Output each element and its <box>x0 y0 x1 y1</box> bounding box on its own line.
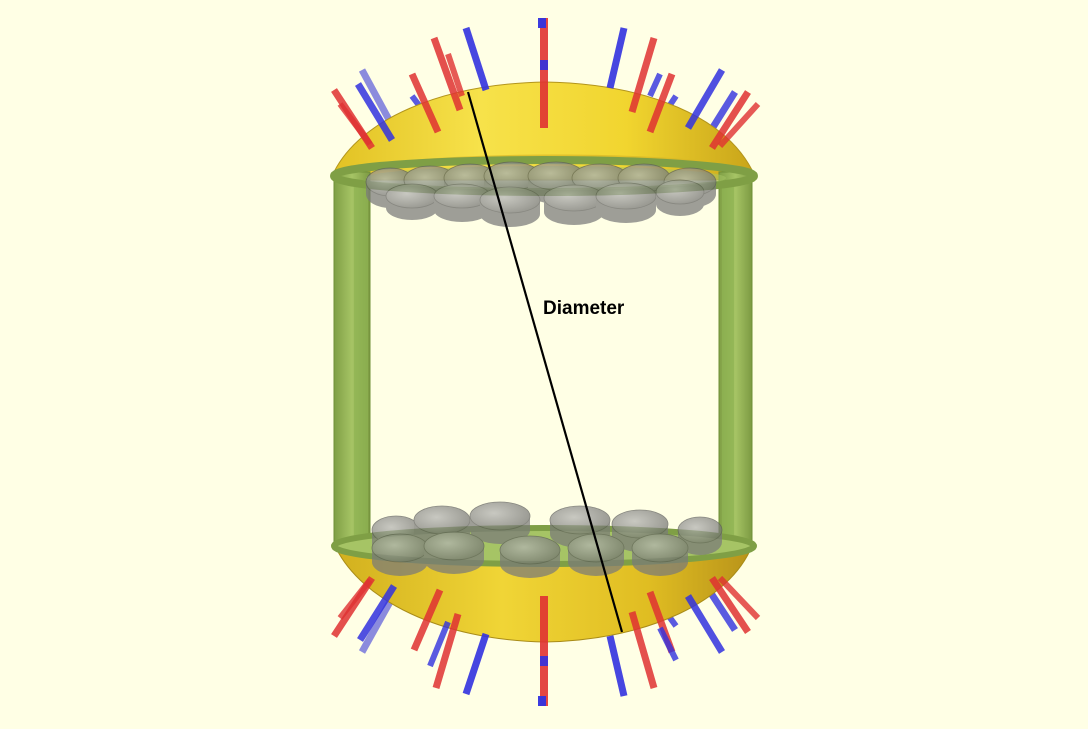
magnet-disc <box>423 531 485 574</box>
magnet-disc <box>595 182 657 223</box>
pin-rod <box>717 101 761 149</box>
pin-rod <box>337 102 373 146</box>
magnet-disc <box>549 505 611 548</box>
magnet-disc <box>543 184 605 225</box>
magnet-disc <box>655 179 705 216</box>
pin-rod <box>628 37 658 113</box>
top-pins-front <box>331 18 761 150</box>
pin-rod <box>357 584 397 642</box>
pin-rod <box>408 72 442 134</box>
magnet-disc <box>631 533 689 576</box>
frame-left-post-inner <box>354 180 368 542</box>
magnet-disc <box>469 501 531 544</box>
pin-rod <box>685 594 725 654</box>
pin-rod <box>410 588 444 652</box>
top-magnet-cluster <box>365 161 717 227</box>
pin-rod <box>717 575 761 621</box>
pin-rod <box>647 72 663 98</box>
diameter-label: Diameter <box>543 298 625 319</box>
magnet-disc <box>499 535 561 578</box>
pin-rod <box>445 53 465 97</box>
pin-rod <box>432 613 462 689</box>
magnet-disc <box>385 183 439 220</box>
pin-rod <box>709 576 751 634</box>
pin-rod <box>646 72 676 134</box>
pin-rod <box>430 36 464 112</box>
magnet-disc <box>433 183 491 222</box>
pin-rod <box>355 82 395 142</box>
pin-rod <box>337 578 373 620</box>
magnet-disc <box>371 533 429 576</box>
diameter-line <box>466 91 624 633</box>
pin-rod <box>709 90 751 150</box>
pin-rod <box>462 26 490 92</box>
pin-rod <box>628 611 658 689</box>
pin-rod <box>657 626 679 662</box>
magnet-disc <box>479 186 541 227</box>
magnet-disc <box>567 533 625 576</box>
magnet-disc <box>677 516 723 555</box>
bottom-magnet-cluster <box>371 501 723 578</box>
pin-rod <box>684 68 726 130</box>
pin-rod <box>606 635 628 697</box>
pin-rod <box>427 620 451 668</box>
bottom-pins-front <box>331 575 761 706</box>
frame-right-post-inner <box>722 180 734 542</box>
pin-rod <box>606 27 628 89</box>
pin-rod <box>462 632 490 696</box>
